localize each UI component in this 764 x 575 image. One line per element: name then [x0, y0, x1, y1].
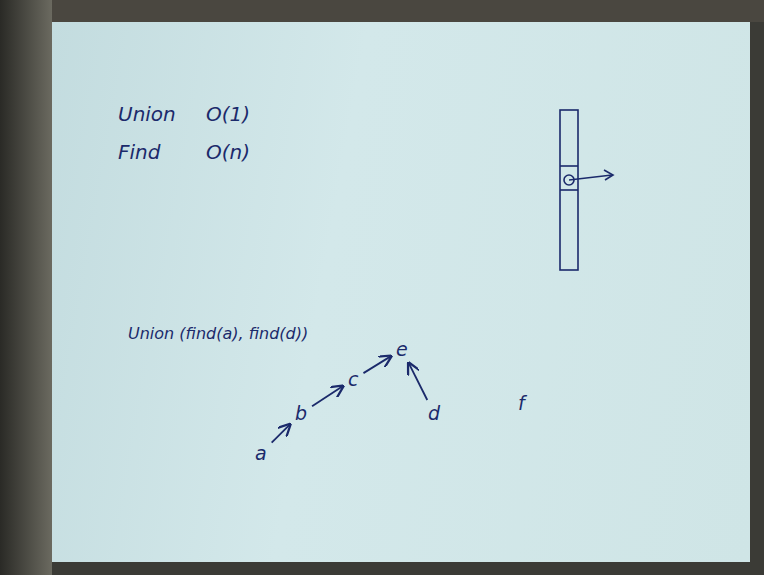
tree-node: b [290, 400, 312, 427]
node-letter: c [348, 369, 358, 390]
tree-node: e [391, 336, 413, 363]
board-note: Union (find(a), find(d)) [128, 324, 308, 343]
tree-node: f [513, 390, 530, 417]
node-letter: e [396, 339, 408, 360]
tree-node: d [423, 400, 445, 427]
board-frame [0, 0, 52, 575]
node-letter: d [428, 403, 440, 424]
node-letter: a [255, 443, 267, 464]
board-note: Find [118, 140, 160, 164]
parent-pointer [409, 363, 428, 400]
parent-pointer [312, 386, 343, 406]
node-letter: f [518, 393, 525, 414]
board-note: O(1) [206, 102, 250, 126]
node-letter: b [295, 403, 307, 424]
tree-node: a [250, 440, 272, 467]
tree-node: c [343, 366, 363, 393]
parent-pointer [363, 356, 391, 373]
board-note: Union [118, 102, 176, 126]
parent-pointer [272, 424, 290, 442]
board-frame [0, 0, 764, 22]
board-note: O(n) [206, 140, 250, 164]
